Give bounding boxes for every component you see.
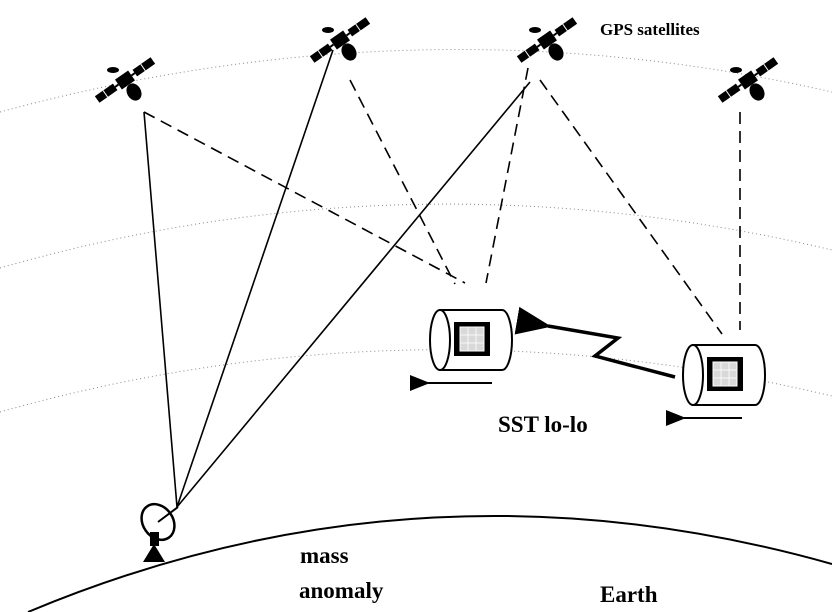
earth-label: Earth: [600, 582, 658, 607]
earth-surface: [27, 514, 832, 612]
tracking-link-2: [349, 79, 456, 285]
mass-anomaly-label-line2: anomaly: [299, 578, 384, 603]
ground-link-1: [143, 111, 178, 508]
gps-satellites-label: GPS satellites: [600, 20, 700, 39]
gps-tracking-links: [143, 67, 741, 335]
ground-link-3: [176, 81, 531, 508]
mass-anomaly-label-line1: mass: [300, 543, 349, 568]
leo-satellite-icon: [682, 344, 766, 406]
gps-satellite-icon: [307, 14, 373, 66]
tracking-link-1: [143, 111, 466, 284]
sst-label: SST lo-lo: [498, 412, 588, 437]
tracking-link-4: [539, 79, 723, 335]
ground-link-2: [176, 49, 334, 508]
gps-satellite-icon: [514, 14, 580, 66]
sst-link-icon: [514, 306, 676, 379]
orbit-arc-sst-upper: [0, 203, 832, 269]
tracking-link-3: [485, 67, 529, 284]
gps-satellite-icon: [92, 54, 158, 106]
ground-station-links: [143, 49, 531, 508]
gps-satellite-icon: [715, 54, 781, 106]
ground-station-icon: [140, 502, 179, 562]
leo-satellite-icon: [429, 309, 513, 371]
